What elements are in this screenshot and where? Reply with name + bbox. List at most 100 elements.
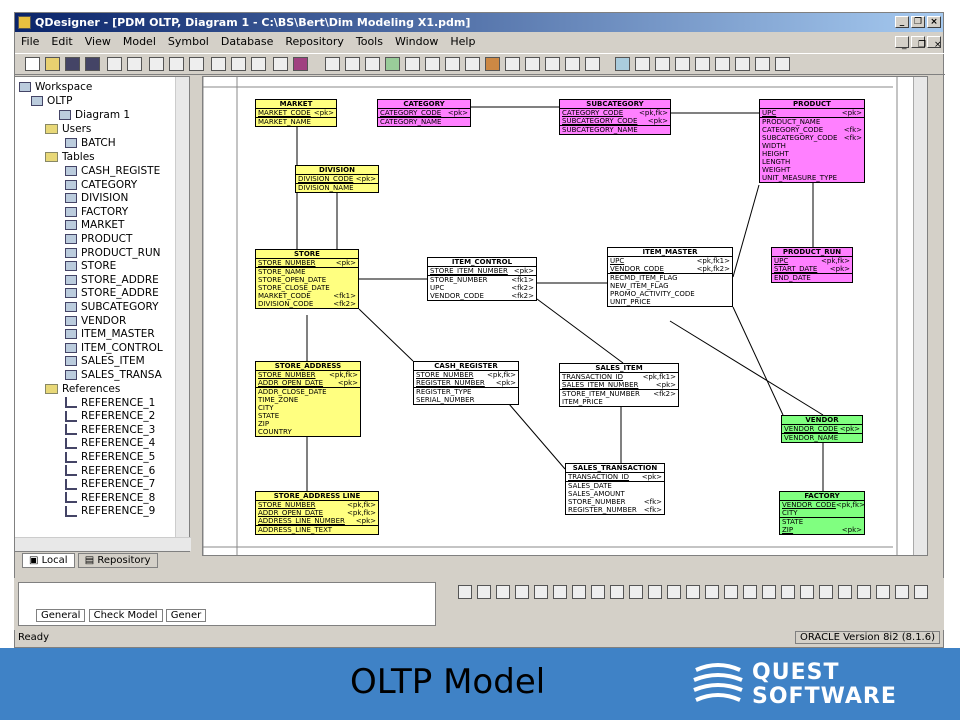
view5-icon[interactable] — [695, 57, 710, 71]
tree-table-item[interactable]: STORE_ADDRE — [65, 287, 159, 300]
menu-symbol[interactable]: Symbol — [167, 35, 209, 48]
checkbox-icon[interactable] — [405, 57, 420, 71]
pen-icon[interactable] — [485, 57, 500, 71]
tree-table-item[interactable]: SUBCATEGORY — [65, 301, 159, 314]
tree-table-item[interactable]: STORE — [65, 260, 116, 273]
tree-reference-item[interactable]: REFERENCE_2 — [65, 410, 155, 423]
tree-hscrollbar[interactable] — [15, 537, 191, 551]
arc-icon[interactable] — [819, 585, 833, 599]
menu-view[interactable]: View — [84, 35, 111, 48]
scissors-icon[interactable] — [591, 585, 605, 599]
menu-repository[interactable]: Repository — [285, 35, 344, 48]
tree-table-item[interactable]: PRODUCT — [65, 233, 132, 246]
grid-icon[interactable] — [445, 57, 460, 71]
relationship-line[interactable] — [732, 306, 784, 416]
view6-icon[interactable] — [715, 57, 730, 71]
book-icon[interactable] — [293, 57, 308, 71]
tree-workspace[interactable]: Workspace — [19, 81, 92, 94]
tree-table-item[interactable]: DIVISION — [65, 192, 128, 205]
refresh-icon[interactable] — [385, 57, 400, 71]
rectangle-icon[interactable] — [838, 585, 852, 599]
zoom-fit-icon[interactable] — [553, 585, 567, 599]
menu-window[interactable]: Window — [394, 35, 439, 48]
tree-reference-item[interactable]: REFERENCE_7 — [65, 478, 155, 491]
print-preview-icon[interactable] — [107, 57, 122, 71]
procedure-icon[interactable] — [667, 585, 681, 599]
tree-users[interactable]: Users — [45, 123, 91, 136]
back-icon[interactable] — [565, 57, 580, 71]
relationship-line[interactable] — [358, 308, 414, 362]
tree-reference-item[interactable]: REFERENCE_1 — [65, 397, 155, 410]
mdi-minimize-button[interactable]: _ — [895, 36, 909, 50]
relationship-line[interactable] — [502, 396, 566, 470]
tree-table-item[interactable]: CATEGORY — [65, 179, 137, 192]
delete-icon[interactable] — [211, 57, 226, 71]
view-icon[interactable] — [648, 585, 662, 599]
tree-table-item[interactable]: ITEM_CONTROL — [65, 342, 163, 355]
table-icon[interactable] — [629, 585, 643, 599]
menu-model[interactable]: Model — [122, 35, 156, 48]
view2-icon[interactable] — [635, 57, 650, 71]
pointer-icon[interactable] — [458, 585, 472, 599]
tree-reference-item[interactable]: REFERENCE_4 — [65, 437, 155, 450]
polygon-icon[interactable] — [914, 585, 928, 599]
tab-check-model[interactable]: Check Model — [88, 609, 163, 622]
view3-icon[interactable] — [655, 57, 670, 71]
new-icon[interactable] — [25, 57, 40, 71]
generate-icon[interactable] — [345, 57, 360, 71]
ellipse-icon[interactable] — [857, 585, 871, 599]
tree-reference-item[interactable]: REFERENCE_6 — [65, 465, 155, 478]
zoom-out-icon[interactable] — [534, 585, 548, 599]
forward-icon[interactable] — [585, 57, 600, 71]
tab-local[interactable]: ▣ Local — [22, 553, 75, 568]
canvas-vscrollbar[interactable] — [913, 77, 927, 555]
paste-icon[interactable] — [189, 57, 204, 71]
relationship-line[interactable] — [536, 298, 624, 364]
rounded-rect-icon[interactable] — [876, 585, 890, 599]
format-icon[interactable] — [465, 57, 480, 71]
tree-table-item[interactable]: PRODUCT_RUN — [65, 247, 161, 260]
save-all-icon[interactable] — [85, 57, 100, 71]
tree-reference-item[interactable]: REFERENCE_9 — [65, 505, 155, 518]
line-icon[interactable] — [800, 585, 814, 599]
view9-icon[interactable] — [775, 57, 790, 71]
tree-diagram[interactable]: Diagram 1 — [59, 109, 130, 122]
open-icon[interactable] — [45, 57, 60, 71]
check-model-icon[interactable] — [325, 57, 340, 71]
note-icon[interactable] — [781, 585, 795, 599]
properties-icon[interactable] — [273, 57, 288, 71]
tree-table-item[interactable]: SALES_ITEM — [65, 355, 145, 368]
menu-database[interactable]: Database — [220, 35, 274, 48]
view4-icon[interactable] — [675, 57, 690, 71]
table-icon[interactable] — [425, 57, 440, 71]
cut-icon[interactable] — [149, 57, 164, 71]
tree-tables[interactable]: Tables — [45, 151, 95, 164]
fit-icon[interactable] — [572, 585, 586, 599]
restore-button[interactable]: ❐ — [911, 16, 925, 28]
redo-icon[interactable] — [251, 57, 266, 71]
tree-table-item[interactable]: VENDOR — [65, 315, 126, 328]
tree-table-item[interactable]: FACTORY — [65, 206, 128, 219]
view7-icon[interactable] — [735, 57, 750, 71]
minimize-button[interactable]: _ — [895, 16, 909, 28]
tab-repository[interactable]: ▤ Repository — [77, 553, 158, 568]
tree-vscrollbar[interactable] — [175, 77, 189, 537]
file-icon[interactable] — [762, 585, 776, 599]
relationship-line[interactable] — [732, 184, 760, 278]
menu-edit[interactable]: Edit — [51, 35, 73, 48]
polyline-icon[interactable] — [895, 585, 909, 599]
package-icon[interactable] — [724, 585, 738, 599]
